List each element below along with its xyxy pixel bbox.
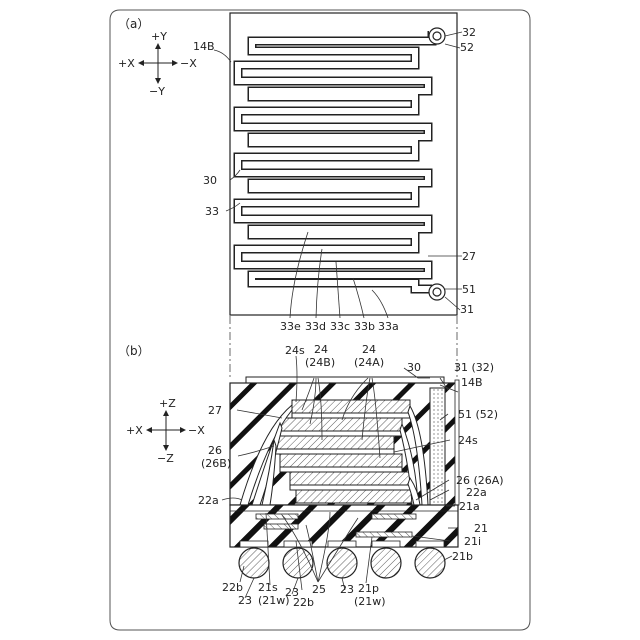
antenna-layer — [246, 377, 444, 383]
chip-stack — [272, 400, 416, 503]
via-column — [430, 388, 445, 505]
terminal-top — [429, 28, 445, 44]
label-33e: 33e — [280, 320, 301, 333]
axis-right-b: −X — [188, 424, 205, 437]
shield-plan — [230, 13, 457, 315]
label-33b: 33b — [354, 320, 375, 333]
label-33: 33 — [205, 205, 219, 218]
label-32: 32 — [462, 26, 476, 39]
axis-up-b: +Z — [159, 397, 176, 410]
axis-left-b: +X — [126, 424, 143, 437]
label-23-1: 23 — [238, 594, 252, 607]
axis-down: −Y — [149, 85, 165, 98]
label-21s: 21s — [258, 581, 278, 594]
label-33a: 33a — [378, 320, 399, 333]
label-14B-a: 14B — [193, 40, 215, 53]
panel-a-tag: （a） — [118, 17, 149, 31]
panel-b-tag: （b） — [118, 344, 150, 358]
label-22a-left: 22a — [198, 494, 219, 507]
label-24s-right: 24s — [458, 434, 478, 447]
axis-down-b: −Z — [157, 452, 174, 465]
axis-up: +Y — [151, 30, 167, 43]
label-24s-top: 24s — [285, 344, 305, 357]
label-33c: 33c — [330, 320, 350, 333]
label-21p: 21p — [358, 582, 379, 595]
axis-left: +X — [118, 57, 135, 70]
label-23-3: 23 — [340, 583, 354, 596]
axis-right: −X — [180, 57, 197, 70]
label-51: 51 — [462, 283, 476, 296]
label-24A: (24A) — [354, 356, 384, 369]
axes-b: +Z −Z +X −X — [126, 397, 205, 465]
axes-a: +Y −Y +X −X — [118, 30, 197, 98]
label-22b-1: 22b — [222, 581, 243, 594]
label-30-b: 30 — [407, 361, 421, 374]
solder-balls — [239, 548, 445, 578]
label-21: 21 — [474, 522, 488, 535]
label-26: 26 — [208, 444, 222, 457]
label-26B: (26B) — [201, 457, 231, 470]
label-21a: 21a — [459, 500, 480, 513]
label-25: 25 — [312, 583, 326, 596]
label-21i: 21i — [464, 535, 481, 548]
label-21b: 21b — [452, 550, 473, 563]
label-24-left: 24 — [314, 343, 328, 356]
label-30-a: 30 — [203, 174, 217, 187]
label-24B: (24B) — [305, 356, 335, 369]
label-31-32: 31 (32) — [454, 361, 494, 374]
label-24-right: 24 — [362, 343, 376, 356]
label-22b-2: 22b — [293, 596, 314, 609]
terminal-bottom — [429, 284, 445, 300]
label-27-a: 27 — [462, 250, 476, 263]
label-33d: 33d — [305, 320, 326, 333]
label-51-52: 51 (52) — [458, 408, 498, 421]
label-21p-w: (21w) — [354, 595, 386, 608]
label-31: 31 — [460, 303, 474, 316]
label-27-b: 27 — [208, 404, 222, 417]
label-14B-b: 14B — [461, 376, 483, 389]
label-22a-right: 22a — [466, 486, 487, 499]
label-52: 52 — [460, 41, 474, 54]
